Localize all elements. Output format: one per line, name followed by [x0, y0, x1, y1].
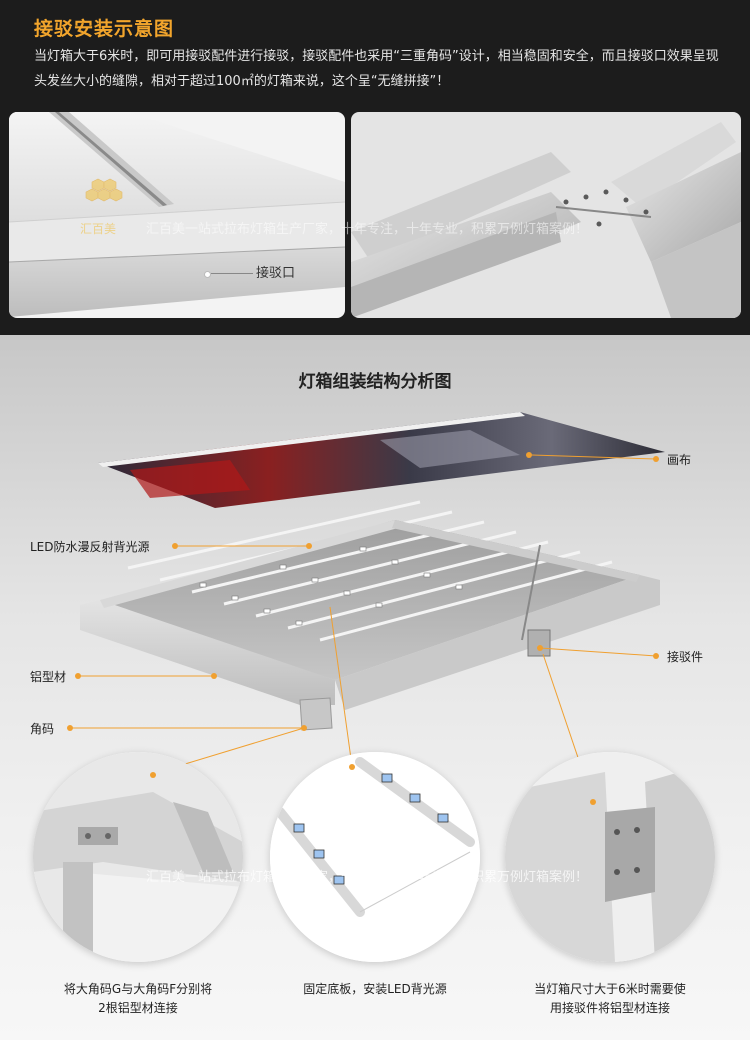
connector-photo	[351, 112, 741, 318]
joint-leader-line	[211, 273, 253, 274]
detail-connector-dot	[590, 799, 596, 805]
connector-dot	[537, 645, 543, 651]
callout-corner: 角码	[30, 722, 55, 736]
canvas-label-dot	[653, 456, 659, 462]
caption-connector: 当灯箱尺寸大于6米时需要使 用接驳件将铝型材连接	[500, 980, 720, 1018]
caption-led: 固定底板，安装LED背光源	[265, 980, 485, 999]
connector-piece	[527, 629, 551, 657]
led-dot	[306, 543, 312, 549]
top-section: 接驳安装示意图 当灯箱大于6米时，即可用接驳配件进行接驳，接驳配件也采用“三重角…	[0, 0, 750, 335]
corner-dot	[301, 725, 307, 731]
caption-corner-line2: 2根铝型材连接	[98, 1001, 178, 1015]
detail-led-circle	[270, 752, 480, 962]
watermark-text: 汇百美一站式拉布灯箱生产厂家，十年专注，十年专业，积累万例灯箱案例！	[146, 222, 589, 237]
detail-connector-circle	[505, 752, 715, 962]
caption-led-line1: 固定底板，安装LED背光源	[303, 982, 447, 996]
callout-led: LED防水漫反射背光源	[30, 540, 150, 554]
caption-connector-line2: 用接驳件将铝型材连接	[549, 1001, 670, 1015]
caption-connector-line1: 当灯箱尺寸大于6米时需要使	[534, 982, 686, 996]
corner-bracket	[299, 697, 333, 731]
watermark-brand: 汇百美	[80, 222, 117, 236]
caption-corner-line1: 将大角码G与大角码F分别将	[63, 982, 213, 996]
callout-connector: 接驳件	[667, 650, 704, 664]
callout-lines	[70, 454, 657, 803]
caption-corner: 将大角码G与大角码F分别将 2根铝型材连接	[28, 980, 248, 1018]
back-panel	[100, 520, 640, 680]
joint-label: 接驳口	[256, 266, 296, 281]
callout-canvas: 画布	[667, 453, 692, 467]
joint-description: 当灯箱大于6米时，即可用接驳配件进行接驳，接驳配件也采用“三重角码”设计，相当稳…	[34, 49, 719, 89]
detail-corner-circle	[33, 752, 243, 962]
aluminum-frame	[80, 520, 660, 710]
joint-marker	[204, 271, 211, 278]
connector-label-dot	[653, 653, 659, 659]
callout-profile: 铝型材	[30, 670, 67, 684]
profile-dot	[211, 673, 217, 679]
led-label-dot	[172, 543, 178, 549]
canvas-dot	[526, 452, 532, 458]
detail-led-dot	[349, 764, 355, 770]
assembly-diagram-title: 灯箱组装结构分析图	[298, 372, 452, 392]
watermark-logo: 汇百美	[80, 176, 126, 236]
section-title-joint: 接驳安装示意图	[34, 18, 175, 40]
profile-label-dot	[75, 673, 81, 679]
fabric-canvas	[98, 412, 665, 508]
led-beads	[199, 546, 463, 626]
corner-label-dot	[67, 725, 73, 731]
watermark-text-bottom: 汇百美一站式拉布灯箱生产厂家，十年专注，十年专业，积累万例灯箱案例！	[146, 870, 589, 885]
detail-corner-dot	[150, 772, 156, 778]
joint-seam-photo	[9, 112, 345, 318]
